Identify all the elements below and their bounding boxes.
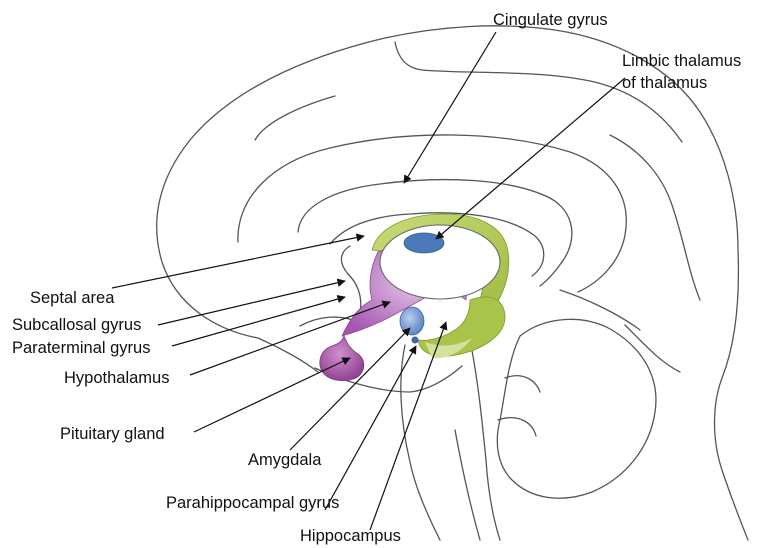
amygdala-shape — [400, 307, 424, 335]
pituitary-gland-shape — [320, 336, 364, 381]
arrow-limbic-thalamus — [436, 78, 625, 239]
label-amygdala: Amygdala — [248, 451, 322, 469]
brainstem-anterior — [401, 345, 440, 540]
arrow-cingulate-gyrus — [404, 32, 496, 183]
sulcus-parietal — [610, 135, 700, 300]
label-parahippocampal-gyrus: Parahippocampal gyrus — [166, 494, 339, 512]
sulcus-frontal — [255, 96, 335, 140]
arrow-subcallosal-gyrus — [158, 281, 345, 325]
label-septal-area: Septal area — [30, 289, 115, 307]
label-pituitary-gland: Pituitary gland — [60, 425, 165, 443]
brainstem-inner — [455, 430, 480, 540]
cerebellum-fold — [498, 376, 540, 436]
arrow-septal-area — [112, 236, 364, 288]
label-cingulate-gyrus: Cingulate gyrus — [493, 11, 608, 29]
mammillary-dot — [412, 337, 419, 344]
brainstem-posterior — [470, 340, 500, 540]
label-subcallosal-gyrus: Subcallosal gyrus — [12, 316, 141, 334]
label-paraterminal-gyrus: Paraterminal gyrus — [12, 339, 150, 357]
arrow-pituitary-gland — [194, 358, 350, 432]
leader-lines — [112, 32, 625, 530]
sulcus-occipital — [625, 325, 680, 372]
label-hippocampus: Hippocampus — [300, 527, 401, 545]
label-limbic-thalamus-line1: Limbic thalamus — [622, 52, 741, 70]
thalamic-nucleus-blue — [404, 233, 444, 253]
frontal-base — [300, 246, 361, 326]
cerebellum — [497, 319, 656, 498]
label-hypothalamus: Hypothalamus — [64, 369, 169, 387]
arrow-hippocampus — [370, 322, 446, 530]
label-limbic-thalamus-line2: of thalamus — [622, 74, 707, 92]
